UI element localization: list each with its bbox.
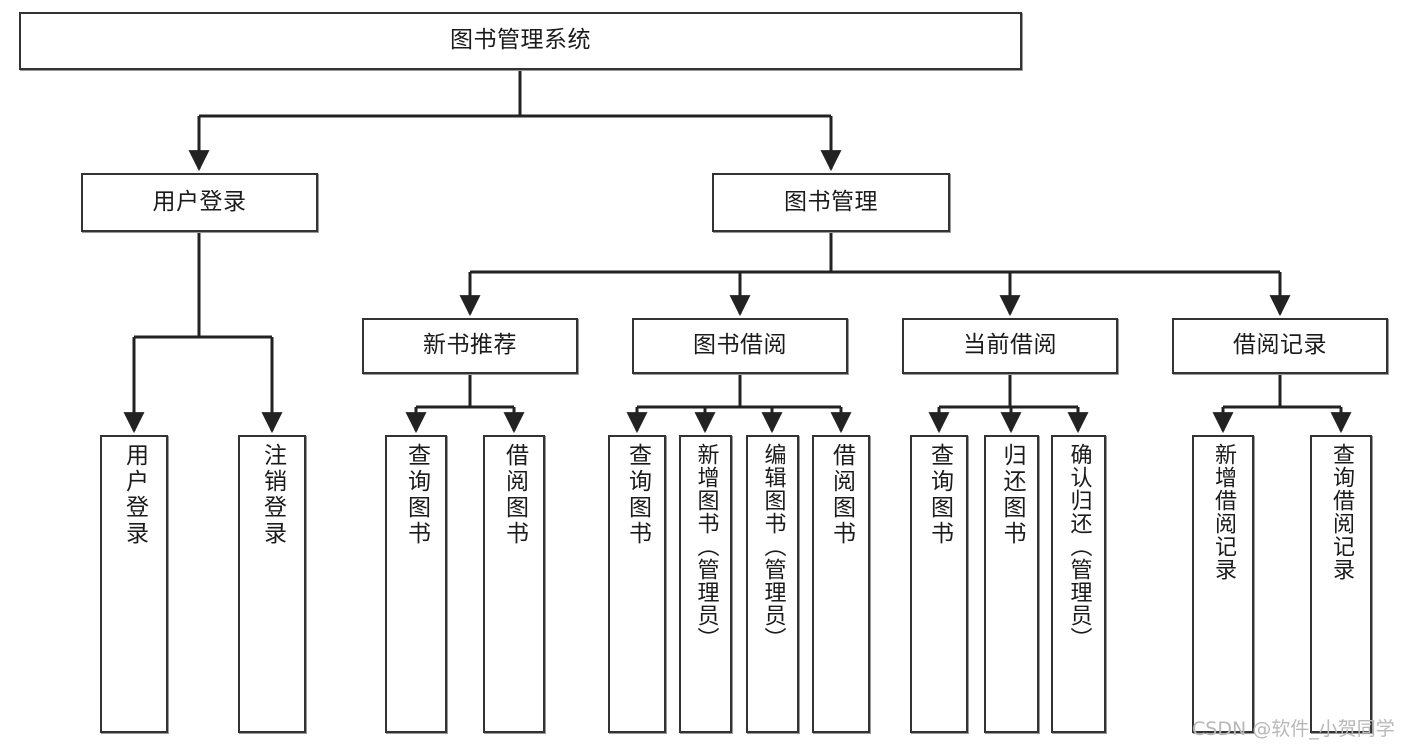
node-leaf-query-book-3-label: 查询图书 [926,443,953,547]
node-leaf-borrow-book-1[interactable]: 借阅图书 [483,435,545,733]
node-leaf-edit-book[interactable]: 编辑图书（管理员） [746,435,799,733]
node-leaf-user-login-label: 用户登录 [121,443,148,547]
node-leaf-confirm-return-label: 确认归还（管理员） [1066,443,1092,650]
node-leaf-return-book-label: 归还图书 [999,443,1025,547]
node-leaf-confirm-return[interactable]: 确认归还（管理员） [1051,435,1106,733]
node-leaf-query-record-label: 查询借阅记录 [1329,443,1354,581]
node-leaf-user-login[interactable]: 用户登录 [100,435,168,733]
node-book-manage-label: 图书管理 [784,188,878,215]
node-leaf-query-book-3[interactable]: 查询图书 [910,435,968,733]
node-current-borrow-label: 当前借阅 [963,332,1057,359]
node-leaf-query-book-2[interactable]: 查询图书 [608,435,666,733]
node-current-borrow[interactable]: 当前借阅 [902,318,1118,374]
node-leaf-query-record[interactable]: 查询借阅记录 [1310,435,1372,733]
node-book-borrow[interactable]: 图书借阅 [632,318,848,374]
node-leaf-query-book-1-label: 查询图书 [403,443,430,547]
node-new-book-recommend-label: 新书推荐 [423,332,517,359]
node-leaf-query-book-1[interactable]: 查询图书 [385,435,447,733]
node-user-login-label: 用户登录 [152,188,247,215]
node-leaf-edit-book-label: 编辑图书（管理员） [760,443,786,650]
node-new-book-recommend[interactable]: 新书推荐 [362,318,578,374]
node-leaf-add-book-label: 新增图书（管理员） [693,443,719,650]
node-leaf-return-book[interactable]: 归还图书 [984,435,1039,733]
node-borrow-record-label: 借阅记录 [1233,332,1327,359]
node-book-manage[interactable]: 图书管理 [712,173,950,232]
node-book-borrow-label: 图书借阅 [693,332,787,359]
node-leaf-add-record-label: 新增借阅记录 [1211,443,1236,581]
node-leaf-add-record[interactable]: 新增借阅记录 [1192,435,1254,733]
node-borrow-record[interactable]: 借阅记录 [1172,318,1388,374]
node-leaf-user-logout-label: 注销登录 [259,443,286,547]
node-leaf-borrow-book-1-label: 借阅图书 [501,443,528,547]
node-leaf-query-book-2-label: 查询图书 [624,443,651,547]
node-leaf-borrow-book-2[interactable]: 借阅图书 [812,435,870,733]
node-leaf-borrow-book-2-label: 借阅图书 [828,443,855,547]
node-user-login[interactable]: 用户登录 [81,173,318,232]
node-leaf-user-logout[interactable]: 注销登录 [238,435,306,733]
watermark: CSDN @软件_小贺同学 [1192,718,1395,740]
node-root-label: 图书管理系统 [450,27,591,54]
node-root[interactable]: 图书管理系统 [19,12,1022,70]
node-leaf-add-book[interactable]: 新增图书（管理员） [679,435,732,733]
